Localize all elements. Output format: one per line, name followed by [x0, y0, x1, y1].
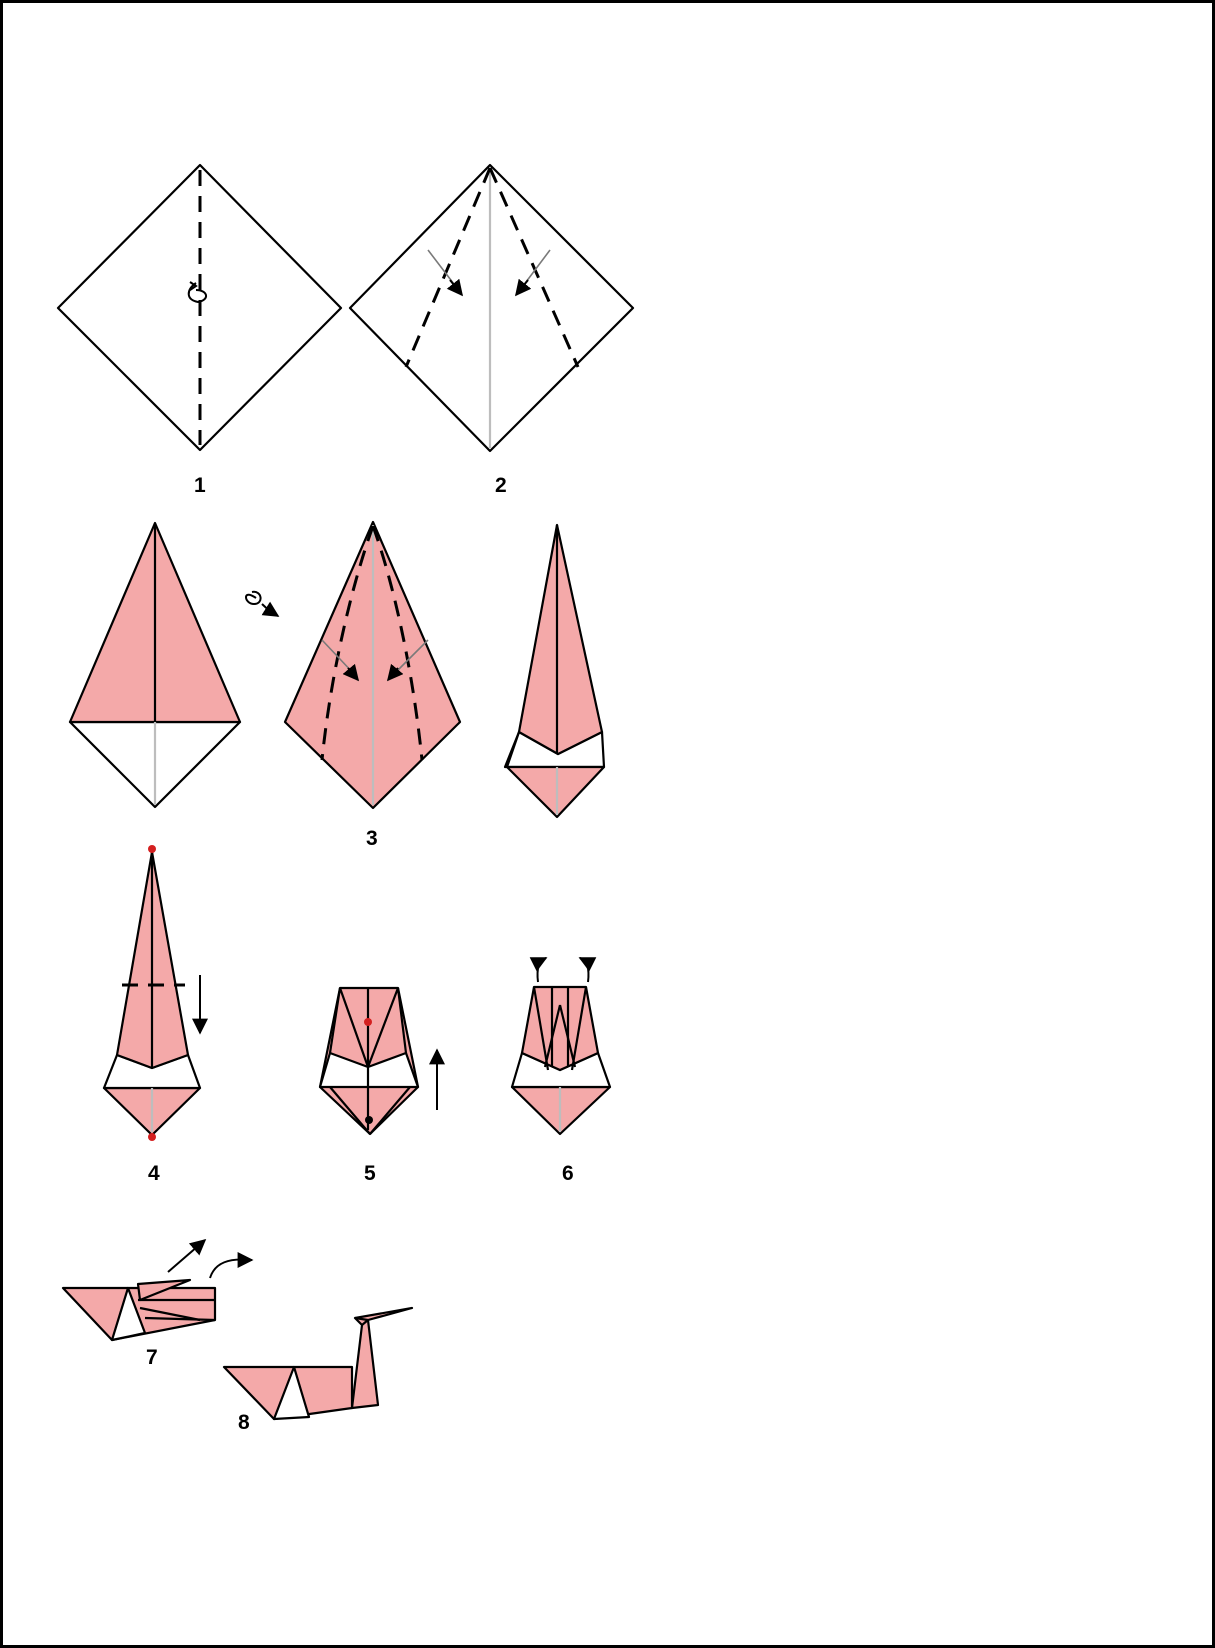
fold-back-arrow-right	[580, 958, 589, 982]
step-4-figure: 4	[104, 845, 200, 1185]
step-label-6: 6	[562, 1162, 574, 1185]
step-label-8: 8	[238, 1411, 250, 1434]
step-3b-result-figure	[505, 525, 604, 817]
step-label-1: 1	[194, 474, 206, 497]
step-label-3: 3	[366, 827, 378, 850]
step-label-7: 7	[146, 1346, 158, 1369]
step-6-figure: 6	[512, 958, 610, 1185]
reference-dot	[148, 845, 156, 853]
step-3-figure: 3	[285, 522, 460, 850]
fold-back-arrow-left	[537, 958, 546, 982]
reference-dot	[148, 1133, 156, 1141]
reference-dot	[364, 1018, 372, 1026]
step-3-result-figure	[70, 523, 240, 807]
step-label-4: 4	[148, 1162, 160, 1185]
reverse-fold-arrow	[210, 1260, 250, 1278]
step-label-5: 5	[364, 1162, 376, 1185]
step-5-figure: 5	[320, 988, 437, 1185]
step-7-figure: 7	[63, 1240, 252, 1369]
step-1-figure: 1	[58, 165, 341, 497]
step-label-2: 2	[495, 474, 507, 497]
step-8-figure: 8	[224, 1308, 412, 1434]
step-2-figure: 2	[350, 165, 633, 497]
turn-over-icon	[246, 592, 276, 614]
pull-out-arrow	[168, 1240, 205, 1272]
